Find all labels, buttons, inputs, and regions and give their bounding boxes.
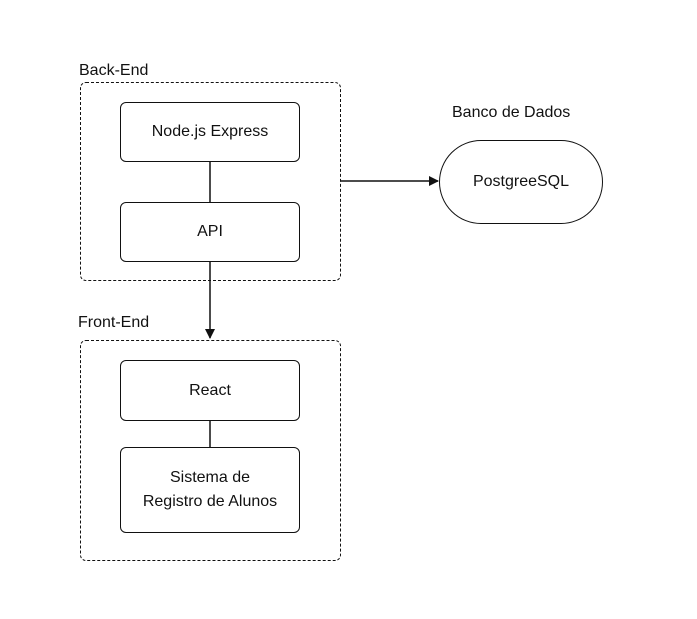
node-registro-label-line2: Registro de Alunos <box>142 493 278 510</box>
node-api[interactable]: API <box>120 202 300 262</box>
node-api-label: API <box>197 223 223 240</box>
database-label: Banco de Dados <box>452 104 571 121</box>
node-react[interactable]: React <box>120 360 300 421</box>
node-express[interactable]: Node.js Express <box>120 102 300 162</box>
node-postgres[interactable]: PostgreeSQL <box>439 140 603 224</box>
backend-group <box>80 82 341 281</box>
node-registro[interactable]: Sistema de Registro de Alunos <box>120 447 300 533</box>
node-express-label: Node.js Express <box>151 123 269 140</box>
backend-group-label: Back-End <box>79 62 149 79</box>
node-react-label: React <box>189 381 231 399</box>
node-registro-label-line1: Sistema de <box>169 469 251 486</box>
frontend-group-label: Front-End <box>78 314 150 331</box>
node-postgres-label: PostgreeSQL <box>472 173 570 190</box>
frontend-group <box>80 340 341 561</box>
